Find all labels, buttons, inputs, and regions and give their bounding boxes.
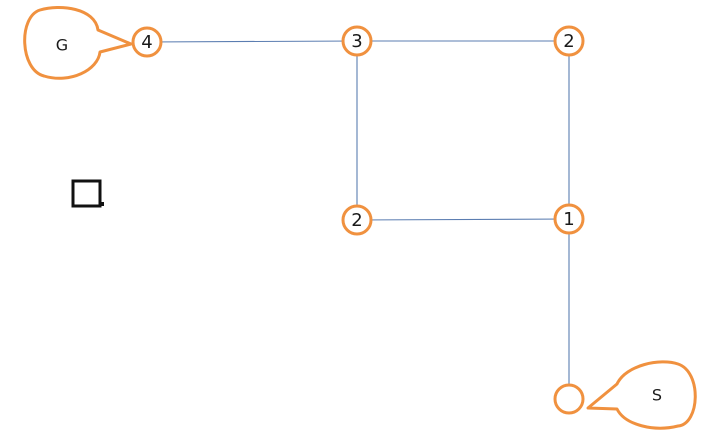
node-4: 4 — [131, 26, 163, 58]
node-2-mid: 2 — [341, 204, 373, 236]
edge-4-3 — [146, 40, 358, 43]
node-4-ring — [131, 26, 163, 58]
start-callout-bubble — [586, 360, 697, 430]
square-outline-icon — [71, 179, 104, 208]
node-1: 1 — [553, 203, 585, 235]
goal-callout: G — [23, 6, 133, 80]
square-outline — [71, 179, 102, 208]
node-2-mid-label: 2 — [351, 210, 362, 231]
node-2-top: 2 — [553, 25, 585, 57]
node-2-mid-ring — [341, 204, 373, 236]
node-3-label: 3 — [351, 31, 362, 52]
square-handle-icon — [100, 202, 104, 206]
goal-callout-bubble — [23, 6, 133, 80]
start-callout: S — [586, 360, 697, 430]
goal-label: G — [56, 36, 68, 55]
node-start-ring — [553, 383, 585, 415]
node-1-label: 1 — [563, 209, 574, 230]
node-2-top-ring — [553, 25, 585, 57]
node-3: 3 — [341, 25, 373, 57]
start-label: S — [652, 386, 662, 405]
node-2-top-label: 2 — [563, 31, 574, 52]
node-3-ring — [341, 25, 373, 57]
node-start — [553, 383, 585, 415]
node-4-label: 4 — [141, 32, 152, 53]
edge-2-mid-1 — [356, 218, 570, 221]
node-1-ring — [553, 203, 585, 235]
